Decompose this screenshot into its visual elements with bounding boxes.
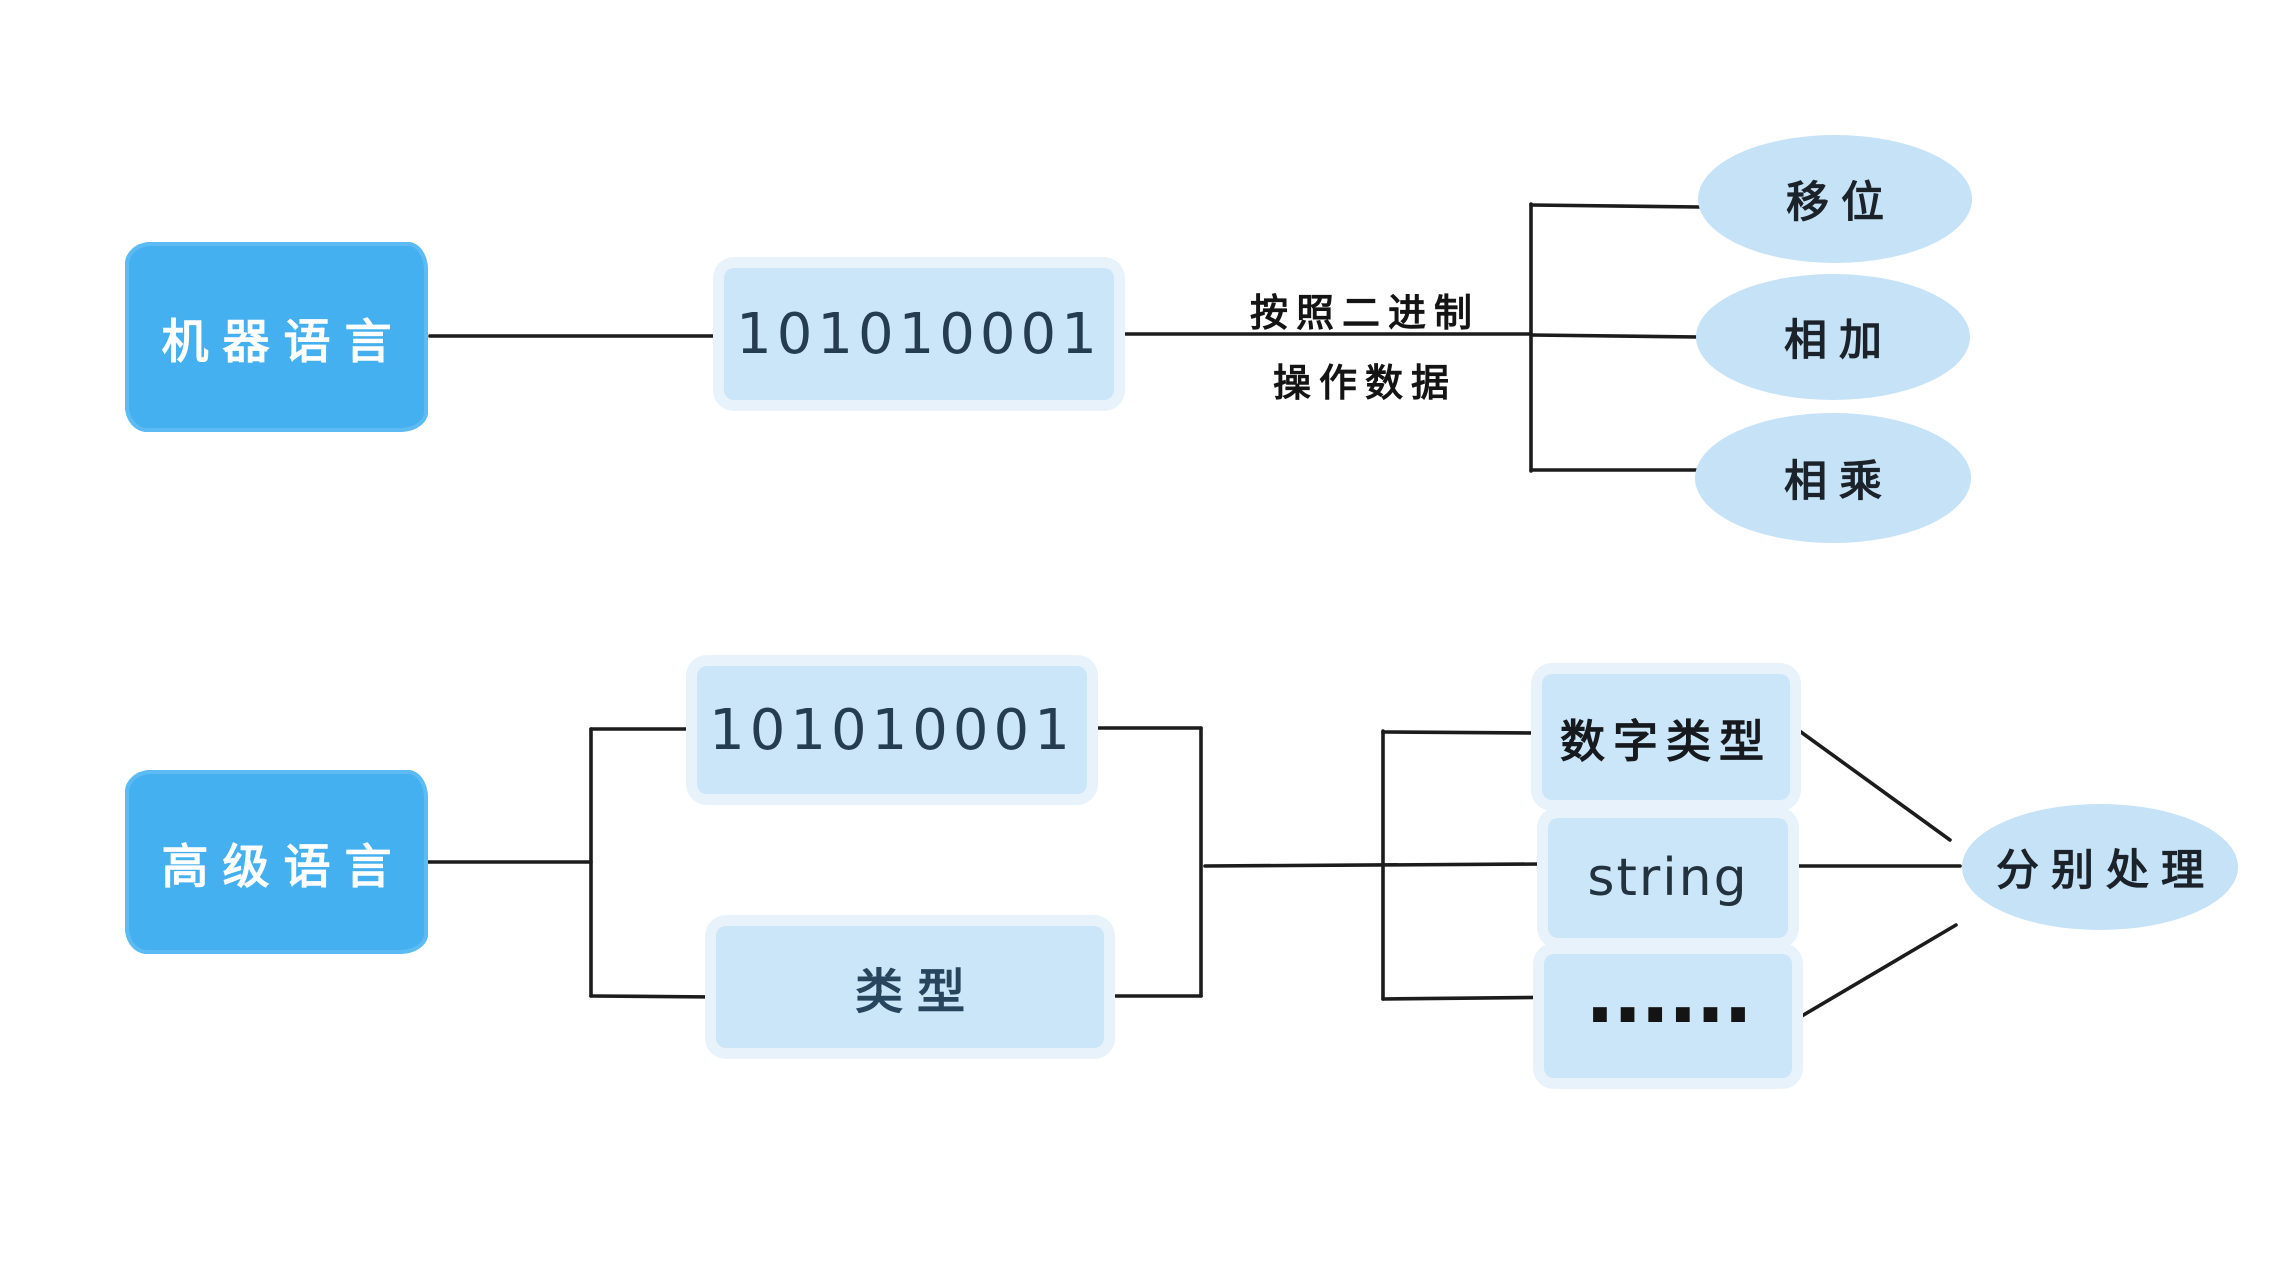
line-numtype-to-result bbox=[1792, 725, 1952, 842]
line-bracket-to-shift bbox=[1529, 203, 1702, 209]
line-bracket-to-type bbox=[589, 994, 718, 999]
highlevel-binary-box: 101010001 bbox=[697, 666, 1087, 794]
line-bracket-to-add bbox=[1529, 333, 1700, 339]
line-dots-to-result bbox=[1793, 923, 1958, 1022]
numeric-type-box: 数字类型 bbox=[1542, 674, 1790, 800]
operation-shift-ellipse: 移位 bbox=[1698, 135, 1972, 263]
machine-language-box: 机器语言 bbox=[125, 242, 428, 432]
type-box: 类型 bbox=[716, 926, 1104, 1048]
line-join-to-string bbox=[1203, 862, 1546, 868]
line-bracket-to-numtype bbox=[1381, 730, 1540, 735]
edge-label-line1: 按照二进制 bbox=[1249, 291, 1480, 335]
machine-binary-box: 101010001 bbox=[724, 268, 1114, 400]
operation-multiply-ellipse: 相乘 bbox=[1695, 413, 1971, 543]
other-types-box: ······ bbox=[1544, 954, 1792, 1078]
edge-label-line2: 操作数据 bbox=[1272, 361, 1457, 405]
string-type-box: string bbox=[1548, 818, 1788, 938]
highlevel-language-box: 高级语言 bbox=[125, 770, 428, 954]
operation-add-ellipse: 相加 bbox=[1696, 274, 1970, 400]
process-separately-ellipse: 分别处理 bbox=[1962, 804, 2238, 930]
